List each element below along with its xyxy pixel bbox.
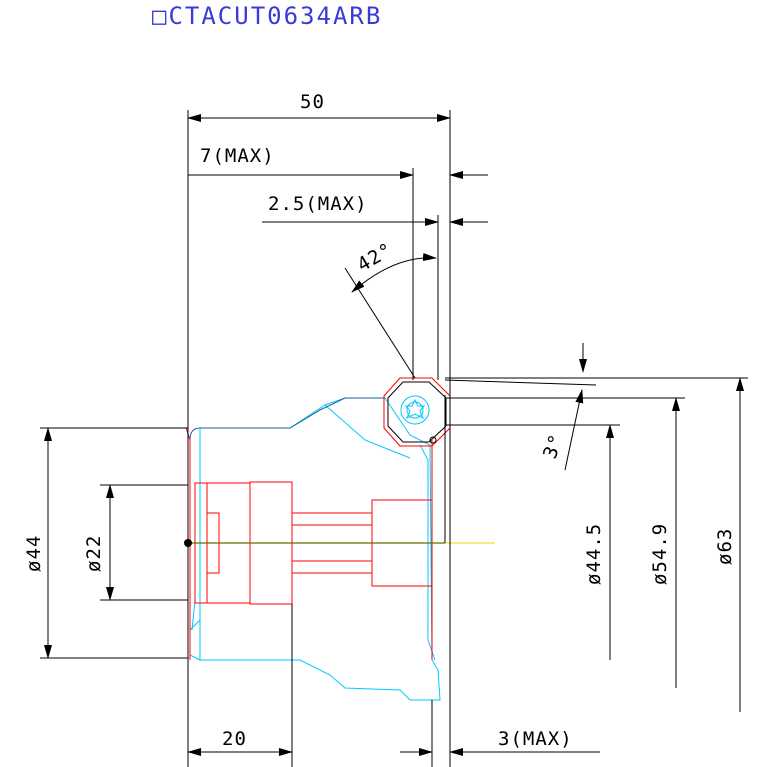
dim-dia-22: ø22 — [83, 535, 105, 572]
insert — [383, 377, 451, 447]
dimension-lines — [40, 110, 748, 767]
dim-dia-44-5: ø44.5 — [583, 523, 605, 585]
body-outline — [189, 397, 385, 441]
tool-body — [189, 397, 441, 701]
dim-clearance-angle: 3° — [539, 431, 568, 462]
dim-dia-44: ø44 — [23, 535, 45, 572]
dim-shank-length: 20 — [222, 728, 247, 750]
dimension-labels: 50 7(MAX) 2.5(MAX) 42° 3° 20 3(MAX) ø44 … — [23, 91, 736, 750]
dim-insert-offset: 2.5(MAX) — [268, 193, 368, 215]
dim-edge-offset: 3(MAX) — [498, 728, 573, 750]
dim-dia-63: ø63 — [714, 528, 736, 565]
dim-insert-projection: 7(MAX) — [200, 145, 275, 167]
dim-dia-54-9: ø54.9 — [649, 523, 671, 585]
drawing-title: □CTACUT0634ARB — [152, 2, 382, 30]
center-line — [184, 395, 495, 547]
dim-approach-angle: 42° — [354, 239, 397, 277]
dim-overall-length: 50 — [300, 91, 325, 113]
shank-red-lines — [185, 427, 433, 660]
